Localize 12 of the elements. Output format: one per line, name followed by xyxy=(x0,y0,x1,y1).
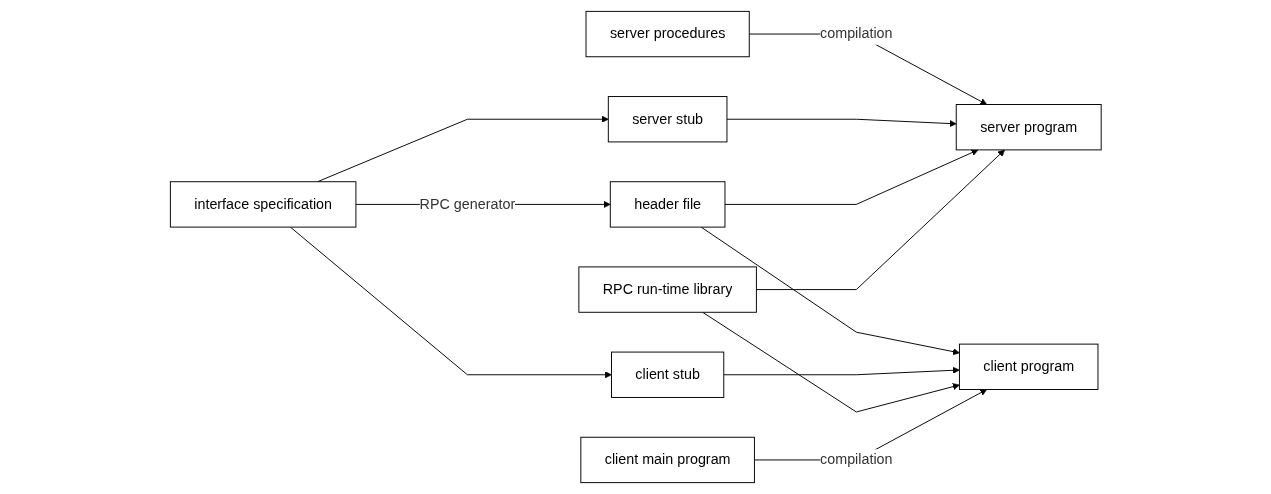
node-box: client program xyxy=(958,343,1099,390)
node-box: interface specification xyxy=(169,181,357,228)
edge-label: RPC generator xyxy=(419,196,515,212)
edge-label: compilation xyxy=(819,451,893,468)
node-box: header file xyxy=(609,181,726,228)
node-box: server procedures xyxy=(585,10,750,58)
node-box: RPC run-time library xyxy=(578,266,757,313)
node-box: server program xyxy=(955,104,1102,151)
node-box: client stub xyxy=(610,351,724,398)
edge-label: compilation xyxy=(819,25,893,42)
node-box: client main program xyxy=(580,436,755,484)
node-box: server stub xyxy=(607,96,728,143)
